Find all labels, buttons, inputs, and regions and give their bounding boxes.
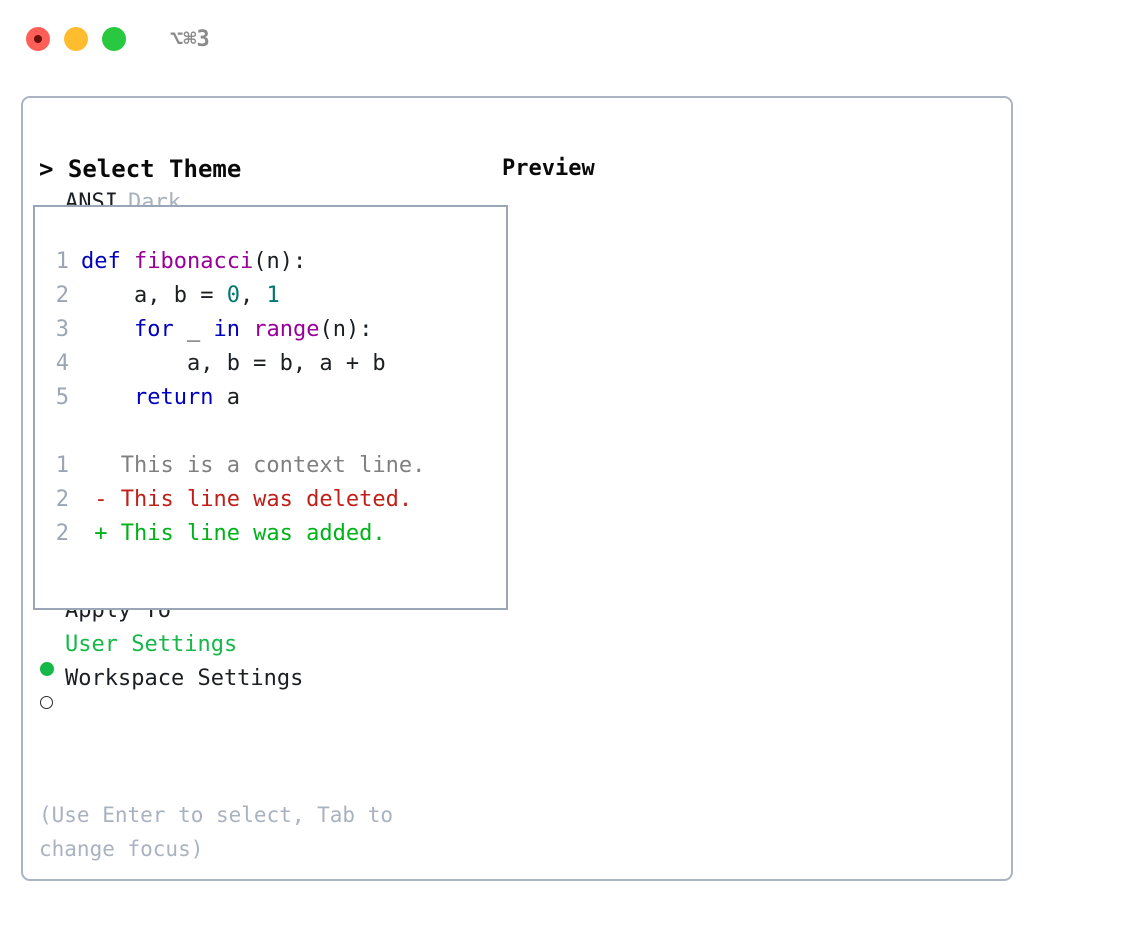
- code-token-txt: ,: [239, 283, 267, 308]
- code-token-fn: range: [253, 317, 320, 342]
- line-number: 2: [55, 487, 69, 512]
- code-line: 2 a, b = 0, 1: [45, 279, 425, 313]
- line-number: 1: [55, 249, 69, 274]
- code-token-txt: [81, 317, 134, 342]
- apply-to-item-0[interactable]: User Settings: [39, 628, 509, 676]
- line-number: 1: [55, 453, 69, 478]
- code-token-txt: [81, 385, 134, 410]
- code-token-num: 1: [266, 283, 280, 308]
- code-token-kw: return: [133, 385, 214, 410]
- code-gap: [45, 415, 425, 449]
- window-controls: [26, 27, 126, 51]
- code-token-txt: (n):: [319, 317, 373, 342]
- code-token-num: 0: [226, 283, 240, 308]
- code-token-ctx: This is a context line.: [81, 453, 426, 478]
- code-line: 5 return a: [45, 381, 425, 415]
- close-icon: [34, 35, 42, 43]
- code-token-fn: fibonacci: [133, 249, 254, 274]
- line-number: 4: [55, 351, 69, 376]
- code-token-txt: [240, 317, 253, 342]
- maximize-button[interactable]: [102, 27, 126, 51]
- line-number: 3: [55, 317, 69, 342]
- code-token-kw: def: [81, 249, 134, 274]
- title-bar: ⌥⌘3: [0, 0, 1140, 78]
- code-token-txt: a, b = b, a + b: [81, 351, 386, 376]
- keyboard-hint: (Use Enter to select, Tab to change focu…: [39, 803, 406, 861]
- code-token-txt: a, b =: [81, 283, 227, 308]
- code-token-kw: for: [133, 317, 174, 342]
- diff-line: 1 This is a context line.: [45, 449, 426, 483]
- code-token-add: + This line was added.: [81, 521, 386, 546]
- line-number: 2: [55, 521, 69, 546]
- apply-to-item-label: Workspace Settings: [65, 666, 304, 691]
- keyboard-shortcut-label: ⌥⌘3: [170, 26, 210, 52]
- apply-to-item-label: User Settings: [65, 632, 238, 657]
- code-token-kw: in: [213, 317, 240, 342]
- line-number: 2: [55, 283, 69, 308]
- code-token-txt: _: [173, 317, 214, 342]
- code-token-txt: a: [213, 385, 240, 410]
- code-line: 1 def fibonacci(n):: [45, 245, 425, 279]
- content-panel: > Select Theme ANSIDarkAtom OneDarkAyuDa…: [21, 96, 1013, 881]
- diff-line: 2 + This line was added.: [45, 517, 425, 551]
- diff-line: 2 - This line was deleted.: [45, 483, 425, 517]
- preview-section: Preview: [502, 152, 1002, 186]
- close-button[interactable]: [26, 27, 50, 51]
- code-token-txt: (n):: [253, 249, 307, 274]
- code-line: 3 for _ in range(n):: [45, 313, 425, 347]
- radio-ring-icon: [40, 696, 53, 709]
- minimize-button[interactable]: [64, 27, 88, 51]
- code-line: 4 a, b = b, a + b: [45, 347, 425, 381]
- apply-to-item-1[interactable]: Workspace Settings: [39, 662, 509, 709]
- code-token-del: - This line was deleted.: [81, 487, 413, 512]
- radio-filled-icon: [40, 662, 54, 676]
- page-title: > Select Theme: [39, 155, 242, 183]
- preview-title: Preview: [502, 156, 595, 181]
- line-number: 5: [55, 385, 69, 410]
